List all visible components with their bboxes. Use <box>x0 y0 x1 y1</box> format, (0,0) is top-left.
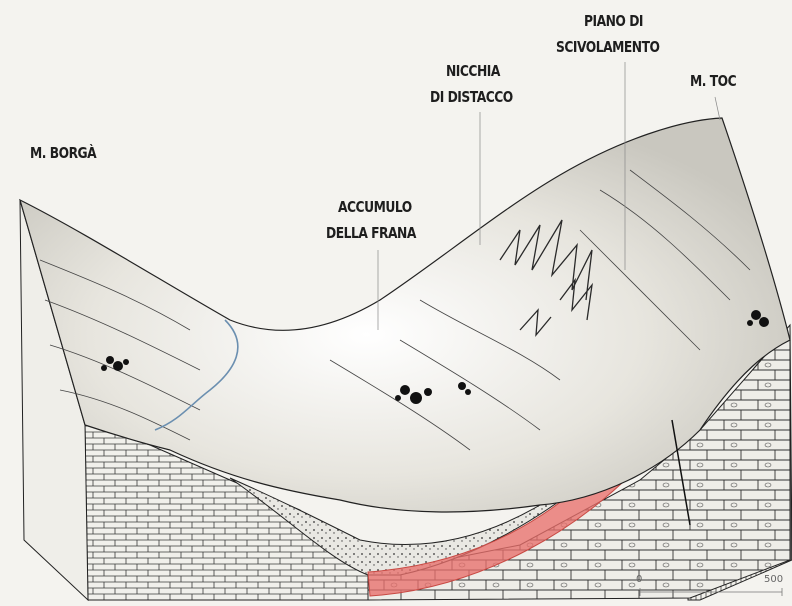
label-accumulo-line2: DELLA FRANA <box>326 222 416 244</box>
label-m-toc: M. TOC <box>690 70 736 92</box>
scale-end-label: 500 <box>764 574 783 585</box>
label-nicchia-line2: DI DISTACCO <box>430 86 513 108</box>
label-m-borga: M. BORGÀ <box>30 142 96 164</box>
label-piano-line1: PIANO DI <box>584 10 643 32</box>
scale-start-label: 0 <box>636 574 642 585</box>
label-piano-line2: SCIVOLAMENTO <box>556 36 659 58</box>
label-nicchia-line1: NICCHIA <box>446 60 500 82</box>
label-accumulo-line1: ACCUMULO <box>338 196 412 218</box>
